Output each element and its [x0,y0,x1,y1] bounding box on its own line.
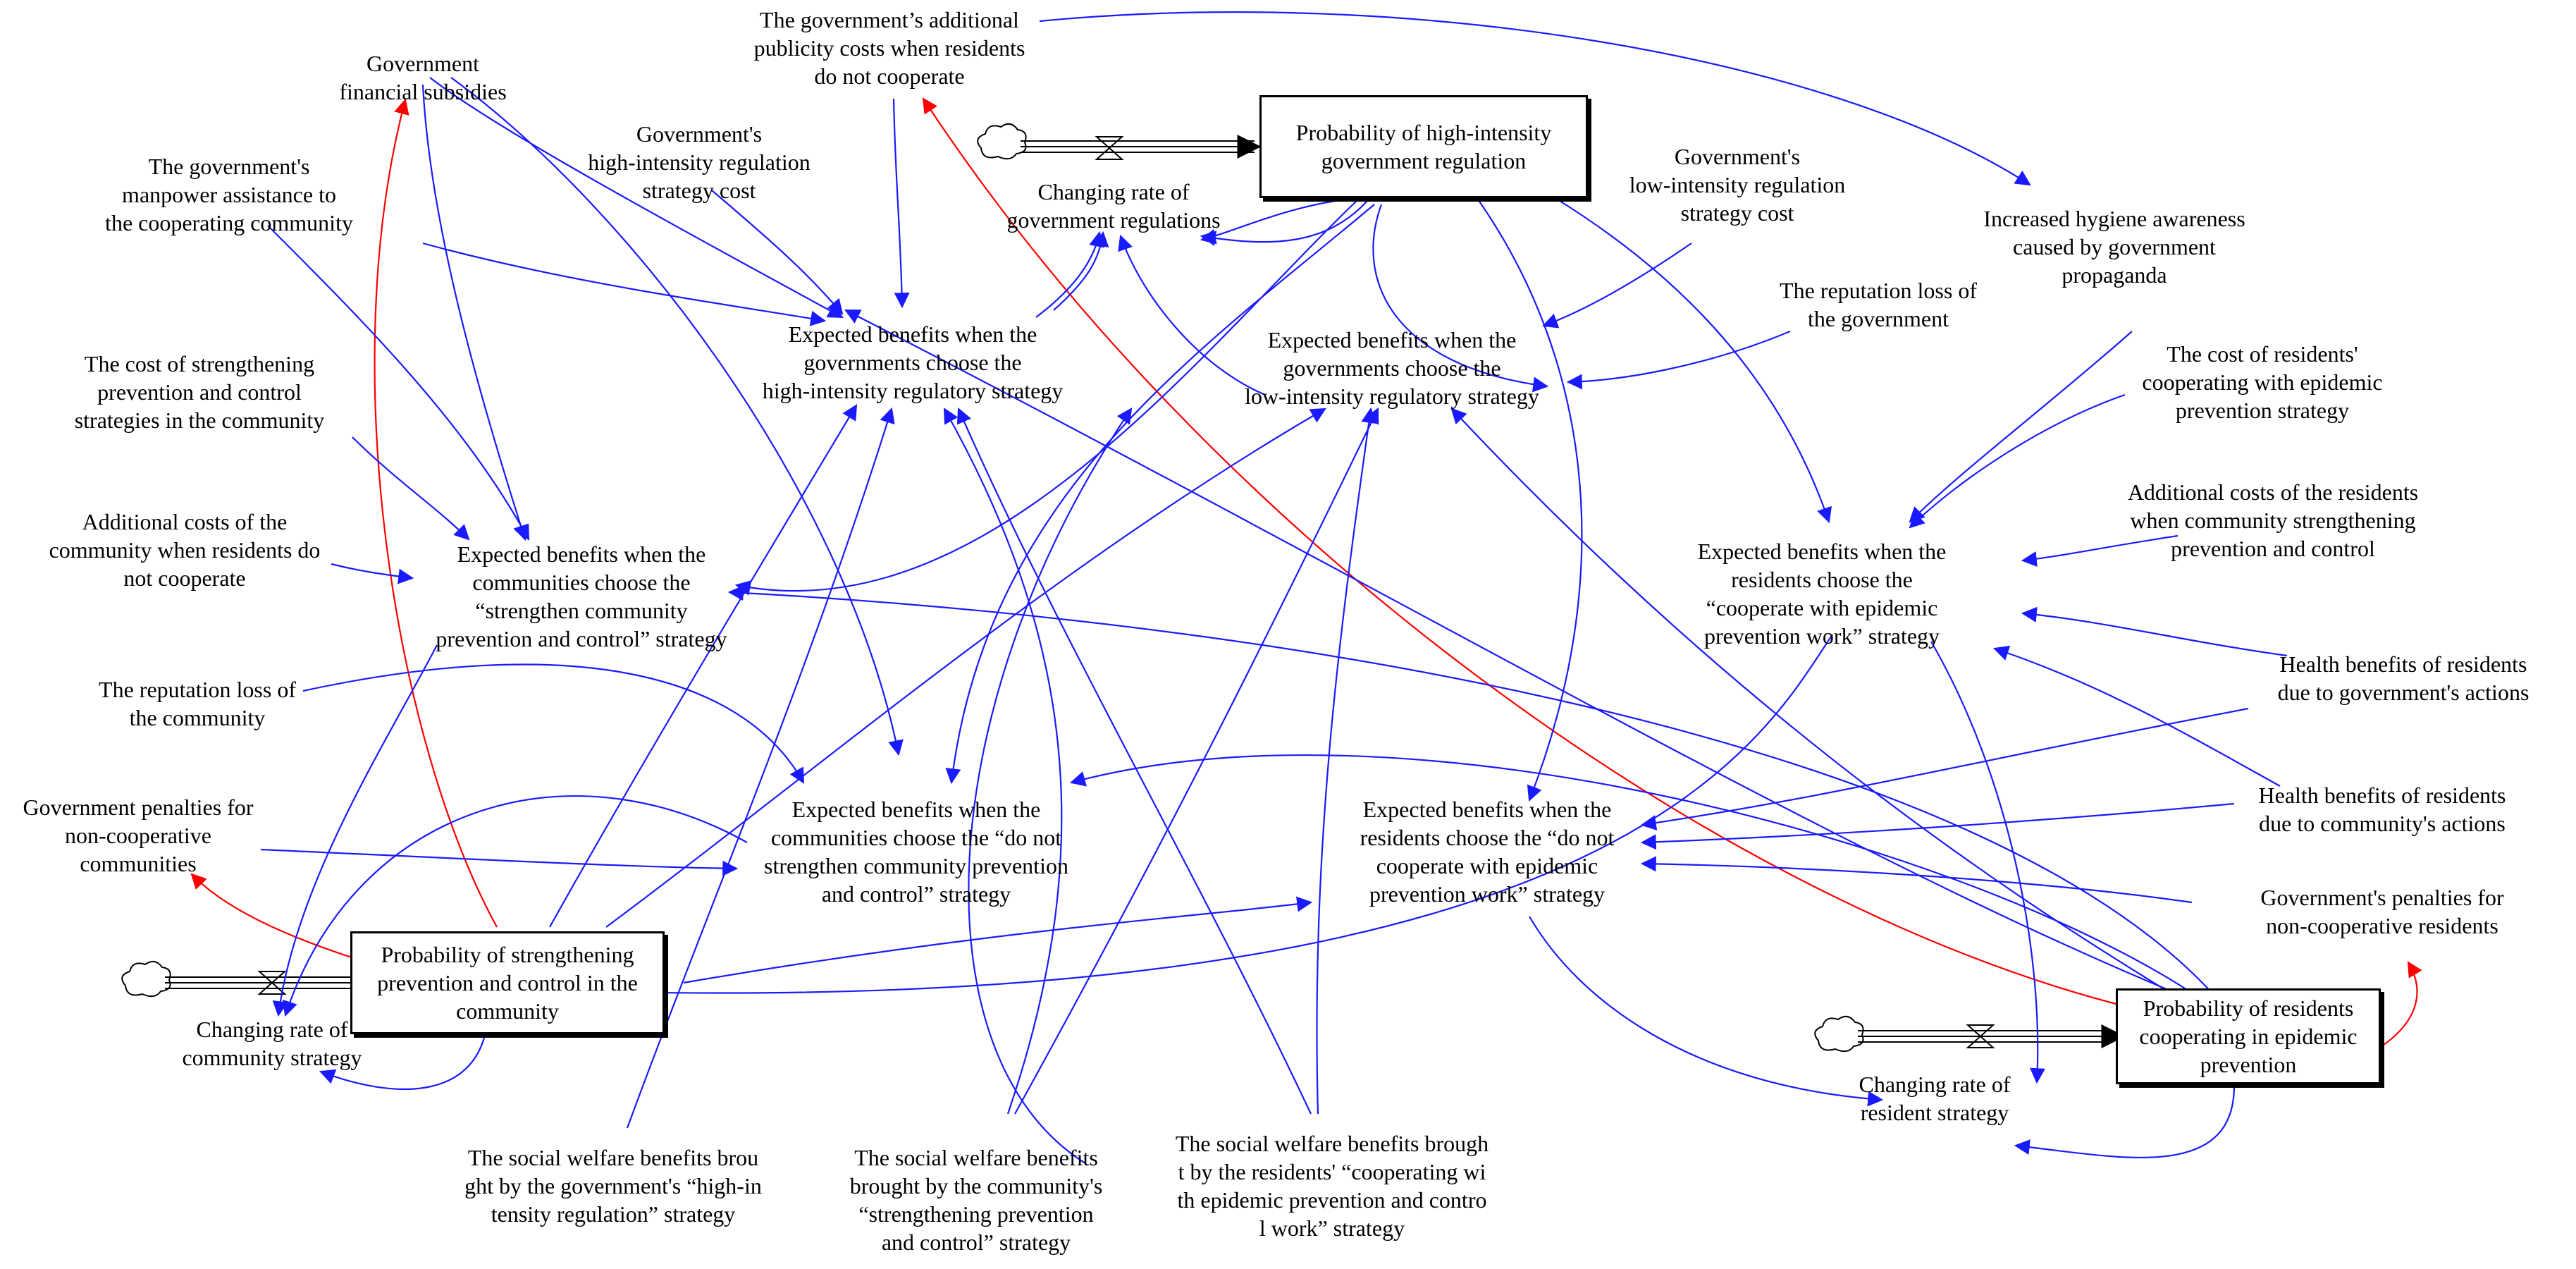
cloud-source-icon [1814,1015,1864,1053]
link-gov-prob-to-gov-rate [1200,200,1368,246]
link-gov-low-to-gov-rate [1118,234,1266,396]
param-com-strength-cost[interactable]: The cost of strengthening prevention and… [74,351,325,433]
valve-icon [257,971,287,995]
param-gov-publicity[interactable]: The government’s additional publicity co… [753,7,1025,89]
benefit-gov-low[interactable]: Expected benefits when the governments c… [1245,327,1539,409]
param-gov-reputation[interactable]: The reputation loss of the government [1780,278,1977,331]
param-welfare-com[interactable]: The social welfare benefits brought by t… [849,1145,1103,1255]
param-gov-low-cost[interactable]: Government's low-intensity regulation st… [1629,144,1846,226]
param-welfare-gov[interactable]: The social welfare benefits brou ght by … [464,1145,762,1227]
param-com-add-cost[interactable]: Additional costs of the community when r… [49,509,321,591]
param-gov-pen-res[interactable]: Government's penalties for non-cooperati… [2260,885,2504,938]
link-gov-high-to-gov-rate [1053,231,1109,311]
param-welfare-res[interactable]: The social welfare benefits brough t by … [1175,1131,1489,1241]
benefit-com-strength[interactable]: Expected benefits when the communities c… [436,541,727,651]
param-hygiene[interactable]: Increased hygiene awareness caused by go… [1983,206,2245,288]
benefit-com-not[interactable]: Expected benefits when the communities c… [764,797,1068,907]
valve-icon [1966,1024,1995,1048]
param-health-com[interactable]: Health benefits of residents due to comm… [2258,783,2506,836]
stock-com-prob[interactable]: Probability of strengthening prevention … [350,931,665,1034]
valve-icon [1095,136,1124,160]
link-com-prob-to-penalty-com [190,873,374,966]
param-gov-manpower[interactable]: The government's manpower assistance to … [105,154,353,235]
param-gov-pen-com[interactable]: Government penalties for non-cooperative… [23,795,254,876]
benefit-gov-high[interactable]: Expected benefits when the governments c… [762,321,1064,403]
param-res-coop-cost[interactable]: The cost of residents' cooperating with … [2142,341,2383,423]
param-gov-high-cost[interactable]: Government's high-intensity regulation s… [588,121,811,203]
link-res-prob-to-publicity [922,97,2128,1008]
param-com-reputation[interactable]: The reputation loss of the community [99,677,296,730]
gov-flow-pipe [977,123,1262,160]
benefit-res-not[interactable]: Expected benefits when the residents cho… [1360,797,1615,907]
rate-res[interactable]: Changing rate of resident strategy [1859,1072,2011,1125]
param-gov-subsidies[interactable]: Government financial subsidies [339,51,507,104]
cloud-source-icon [977,123,1027,160]
cloud-source-icon [121,960,171,998]
blue-links [260,11,2288,1164]
stock-res-prob[interactable]: Probability of residents cooperating in … [2116,988,2381,1084]
com-flow-pipe [121,960,376,998]
rate-gov[interactable]: Changing rate of government regulations [1006,179,1221,233]
stock-gov-prob[interactable]: Probability of high-intensity government… [1259,95,1588,198]
benefit-res-coop[interactable]: Expected benefits when the residents cho… [1697,539,1947,649]
rate-com[interactable]: Changing rate of community strategy [182,1017,362,1070]
res-flow-pipe [1814,1015,2126,1053]
param-health-gov[interactable]: Health benefits of residents due to gove… [2277,651,2529,705]
param-res-add-cost[interactable]: Additional costs of the residents when c… [2127,479,2419,561]
link-res-prob-to-penalty-res [2369,961,2422,1055]
link-com-prob-to-subsidies [374,98,498,928]
